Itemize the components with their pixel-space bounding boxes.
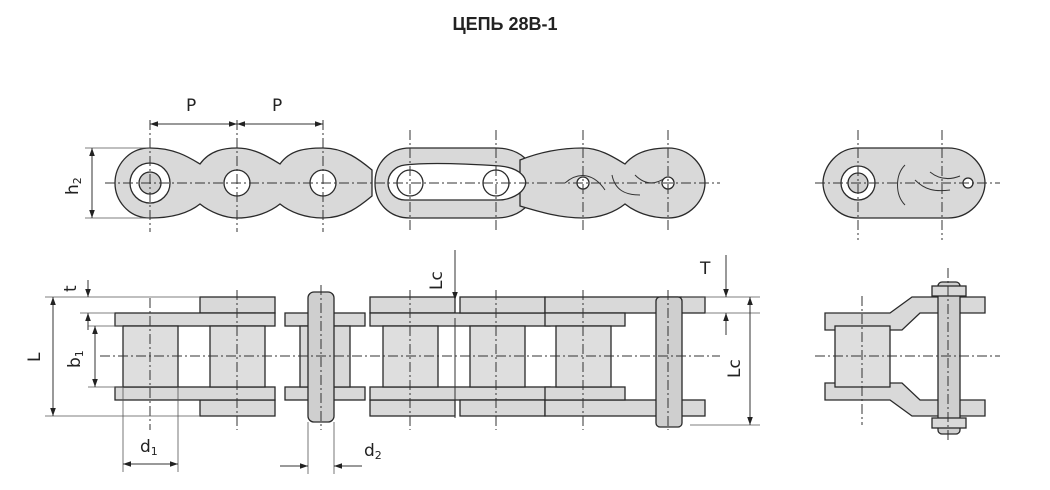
pitch-label-1: P (186, 96, 196, 116)
chain-side-view: P P h2 (63, 96, 720, 232)
thickness-T-label: T (699, 259, 711, 279)
drawing-title: ЦЕПЬ 28В-1 (452, 14, 558, 34)
length-label: L (25, 352, 45, 362)
thickness-t-label: t (61, 285, 81, 292)
plate-height-label: h2 (63, 177, 84, 195)
chain-top-view: L t b1 d1 d2 Lc T Lc (25, 250, 760, 474)
roller-diameter-label: d1 (140, 437, 158, 458)
pitch-label-2: P (272, 96, 282, 116)
connecting-link-top-view (815, 268, 1000, 440)
lc-top-label: Lc (427, 271, 447, 290)
pin-diameter-label: d2 (364, 441, 382, 462)
lc-right-label: Lc (725, 359, 745, 378)
inner-width-label: b1 (65, 350, 86, 368)
connecting-link-side-view (815, 130, 1000, 240)
